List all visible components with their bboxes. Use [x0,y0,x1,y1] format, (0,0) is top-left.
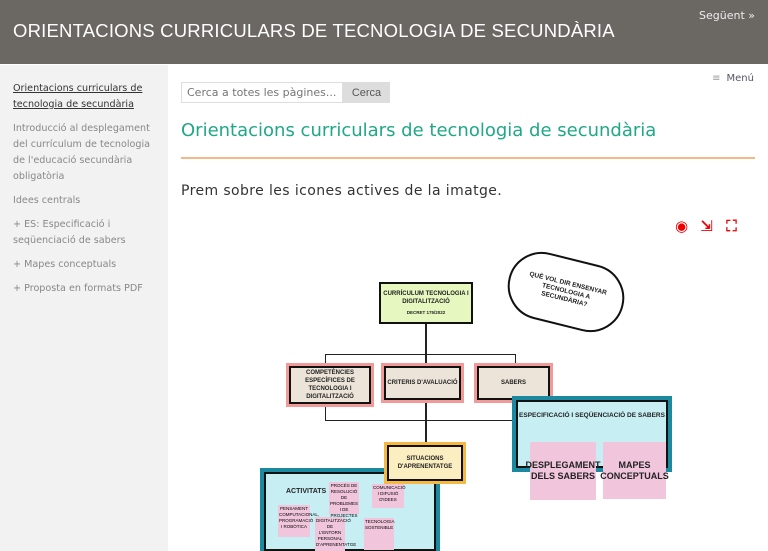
activity-note[interactable]: DIGITALITZACIÓ DE L'ENTORN PERSONAL D'AP… [315,517,356,551]
page-title: Orientacions curriculars de tecnologia d… [181,120,657,141]
especificacio-label: ESPECIFICACIÓ I SEQÜENCIACIÓ DE SABERS [519,412,665,419]
activity-note[interactable]: PENSAMENT COMPUTACIONAL, PROGRAMACIÓ I R… [278,505,319,537]
divider [181,157,755,159]
edit-icon[interactable]: ⇲ [700,217,713,235]
search-input[interactable] [181,82,343,103]
situacions-label: SITUACIONS D'APRENENTATGE [397,456,453,470]
menu-button[interactable]: ≡ Menú [712,73,754,84]
desplegament-note[interactable]: DESPLEGAMENT DELS SABERS [526,442,601,500]
decret-label: DECRET 175/2022 [406,309,446,315]
connector [325,420,515,421]
mapes-note[interactable]: MAPES CONCEPTUALS [600,442,669,499]
sidebar-item-orientacions[interactable]: Orientacions curriculars de tecnologia d… [13,83,143,110]
fullscreen-icon[interactable]: ⛶ [726,217,737,235]
sidebar-item-idees[interactable]: Idees centrals [13,195,81,206]
activity-note[interactable]: PROCÉS DE RESOLUCIÓ DE PROBLEMES I DE PR… [329,482,359,518]
next-link[interactable]: Següent » [699,9,755,22]
target-icon[interactable]: ◉ [674,217,689,235]
menu-label: Menú [726,73,754,84]
header: ORIENTACIONS CURRICULARS DE TECNOLOGIA D… [0,0,768,64]
sidebar: Orientacions curriculars de tecnologia d… [0,65,168,551]
sabers-box[interactable]: SABERS [474,363,553,403]
sidebar-item-pdf[interactable]: + Proposta en formats PDF [13,283,143,294]
question-cloud[interactable]: QUÈ VOL DIR ENSENYAR TECNOLOGIA A SECUND… [500,244,632,340]
competencies-box[interactable]: COMPETÈNCIES ESPECÍFICES DE TECNOLOGIA I… [286,363,374,407]
activitats-label: ACTIVITATS [286,488,327,495]
image-toolbar: ◉ ⇲ ⛶ [673,218,740,235]
connector [325,354,515,355]
cloud-label: QUÈ VOL DIR ENSENYAR TECNOLOGIA A SECUND… [528,270,608,309]
hamburger-icon: ≡ [712,73,721,84]
site-title: ORIENTACIONS CURRICULARS DE TECNOLOGIA D… [13,20,615,41]
situacions-box[interactable]: SITUACIONS D'APRENENTATGE [384,442,466,484]
curriculum-label: CURRÍCULUM TECNOLOGIA I DIGITALITZACIÓ [383,290,469,305]
activity-note[interactable]: COMUNICACIÓ I DIFUSIÓ D'IDEES [372,484,406,508]
sidebar-item-especificacio[interactable]: + ES: Especificació i seqüenciació de sa… [13,219,126,246]
intro-text: Prem sobre les icones actives de la imat… [181,183,503,199]
criteris-label: CRITERIS D'AVALUACIÓ [387,380,458,386]
criteris-box[interactable]: CRITERIS D'AVALUACIÓ [381,363,464,403]
search-button[interactable]: Cerca [343,82,390,103]
sidebar-item-mapes[interactable]: + Mapes conceptuals [13,259,117,270]
competencies-label: COMPETÈNCIES ESPECÍFICES DE TECNOLOGIA I… [305,370,355,400]
sabers-label: SABERS [500,380,526,386]
activity-note[interactable]: TECNOLOGIA SOSTENIBLE [364,518,395,550]
sidebar-item-introduccio[interactable]: Introducció al desplegament del currícul… [13,123,151,182]
curriculum-box[interactable]: CURRÍCULUM TECNOLOGIA I DIGITALITZACIÓ DE… [379,282,473,324]
